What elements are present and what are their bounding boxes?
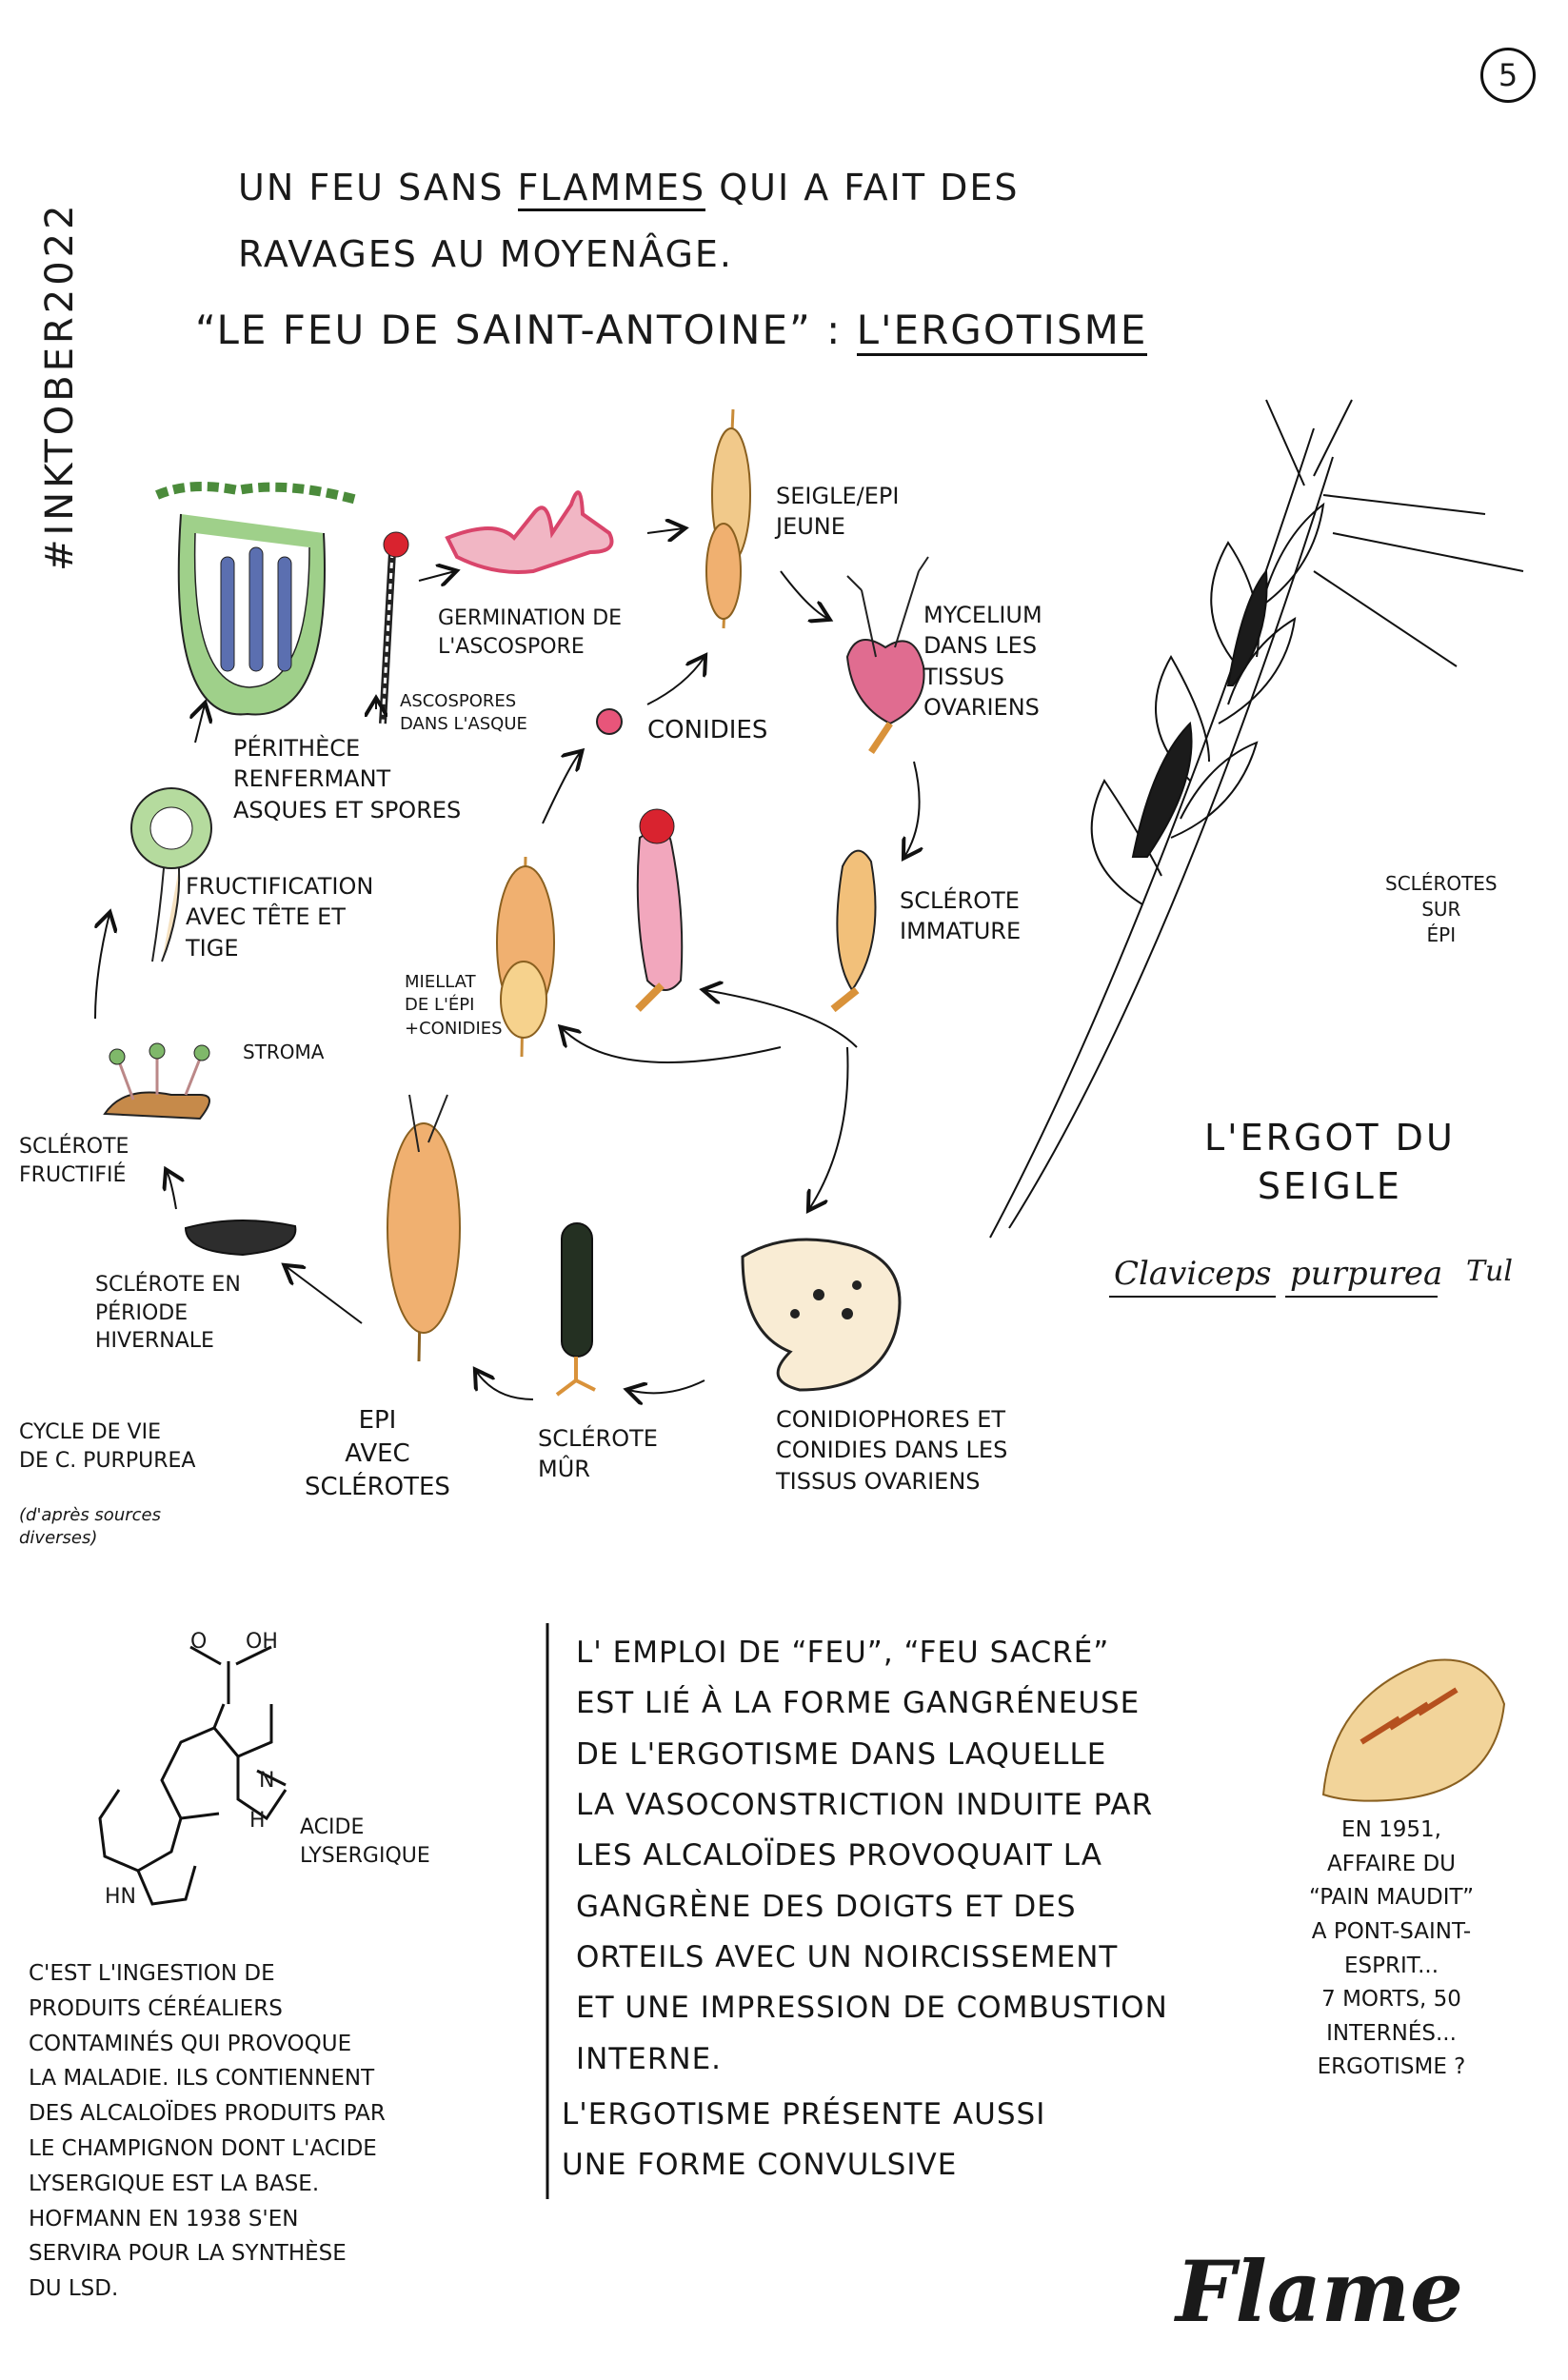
- sclerote-conidies-drawing: [635, 808, 684, 1012]
- molecule-hn: HN: [105, 1885, 136, 1909]
- molecule-name: ACIDE LYSERGIQUE: [300, 1815, 430, 1868]
- label-fructification: FRUCTIFICATION AVEC TÊTE ET TIGE: [186, 873, 374, 962]
- label-stroma: STROMA: [243, 1041, 325, 1063]
- latin-species: purpurea: [1290, 1255, 1443, 1293]
- label-seigle: SEIGLE/EPI JEUNE: [776, 483, 900, 541]
- germination-drawing: [445, 490, 614, 574]
- page-number: 5: [1480, 48, 1536, 103]
- bread-drawing: [1321, 1658, 1506, 1802]
- latin-genus: Claviceps: [1114, 1255, 1272, 1293]
- title-line-1: UN FEU SANS FLAMMES QUI A FAIT DES: [238, 167, 1380, 211]
- title-line1-after: QUI A FAIT DES: [705, 167, 1020, 208]
- label-sources: (d'après sources diverses): [19, 1505, 161, 1549]
- signature: Flame: [1176, 2242, 1464, 2341]
- epi-sclerotes-drawing: [387, 1094, 461, 1362]
- miellat-epi-drawing: [496, 856, 555, 1058]
- hashtag-label: #INKTOBER2022: [38, 201, 82, 571]
- title-line-2: RAVAGES AU MOYENÂGE.: [238, 233, 733, 275]
- label-sclerote-mur: SCLÉROTE MÛR: [538, 1425, 658, 1483]
- molecule-o: O: [190, 1630, 208, 1654]
- molecule-drawing: [98, 1645, 288, 1906]
- label-sclerote-immature: SCLÉROTE IMMATURE: [900, 887, 1022, 945]
- conidiophores-drawing: [741, 1238, 902, 1392]
- main-paragraph-2: L'ERGOTISME PRÉSENTE AUSSI UNE FORME CON…: [562, 2097, 1046, 2183]
- title-flammes: FLAMMES: [517, 167, 706, 211]
- label-perithece: PÉRITHÈCE RENFERMANT ASQUES ET SPORES: [233, 735, 462, 823]
- conidie-dot: [596, 708, 623, 735]
- label-epi-sclerotes: EPI AVEC SCLÉROTES: [305, 1406, 450, 1502]
- molecule-oh: OH: [246, 1630, 278, 1654]
- label-sclerote-fructifie: SCLÉROTE FRUCTIFIÉ: [19, 1135, 129, 1187]
- label-germination: GERMINATION DE L'ASCOSPORE: [438, 606, 623, 659]
- label-sclerotes-sur-epi: SCLÉROTES SUR ÉPI: [1385, 872, 1498, 946]
- title-line1-before: UN FEU SANS: [238, 167, 518, 208]
- sclerote-hivernal-drawing: [184, 1219, 297, 1257]
- latin-author: Tul: [1466, 1255, 1513, 1288]
- label-cycle-caption: CYCLE DE VIE DE C. PURPUREA: [19, 1420, 196, 1473]
- molecule-h: H: [249, 1809, 266, 1833]
- ergot-title: L'ERGOT DU SEIGLE: [1204, 1117, 1456, 1208]
- seigle-jeune-drawing: [705, 408, 751, 629]
- label-miellat: MIELLAT DE L'ÉPI +CONIDIES: [405, 972, 503, 1039]
- bread-paragraph: EN 1951, AFFAIRE DU “PAIN MAUDIT” A PONT…: [1309, 1817, 1475, 2080]
- fructification-drawing: [130, 787, 212, 962]
- mycelium-drawing: [845, 556, 929, 754]
- label-sclerote-hivernale: SCLÉROTE EN PÉRIODE HIVERNALE: [95, 1273, 241, 1354]
- label-ascospores: ASCOSPORES DANS L'ASQUE: [400, 691, 527, 735]
- title-ergotisme: L'ERGOTISME: [856, 307, 1148, 356]
- perithece-drawing: [155, 482, 359, 716]
- main-paragraph: L' EMPLOI DE “FEU”, “FEU SACRÉ” EST LIÉ …: [576, 1636, 1168, 2076]
- title-line-3: “LE FEU DE SAINT-ANTOINE” : L'ERGOTISME: [195, 307, 1148, 356]
- title-quote: “LE FEU DE SAINT-ANTOINE” :: [195, 307, 843, 353]
- cycle-arrows: [95, 528, 920, 1399]
- molecule-n: N: [259, 1769, 275, 1793]
- ingestion-paragraph: C'EST L'INGESTION DE PRODUITS CÉRÉALIERS…: [29, 1961, 386, 2302]
- sclerote-immature-drawing: [830, 849, 877, 1013]
- sclerote-mur-drawing: [555, 1222, 596, 1397]
- stroma-drawing: [103, 1042, 210, 1121]
- label-mycelium: MYCELIUM DANS LES TISSUS OVARIENS: [923, 602, 1042, 722]
- label-conidiophores: CONIDIOPHORES ET CONIDIES DANS LES TISSU…: [776, 1406, 1008, 1495]
- label-conidies: CONIDIES: [647, 716, 768, 744]
- ergot-large-drawing: [989, 399, 1524, 1239]
